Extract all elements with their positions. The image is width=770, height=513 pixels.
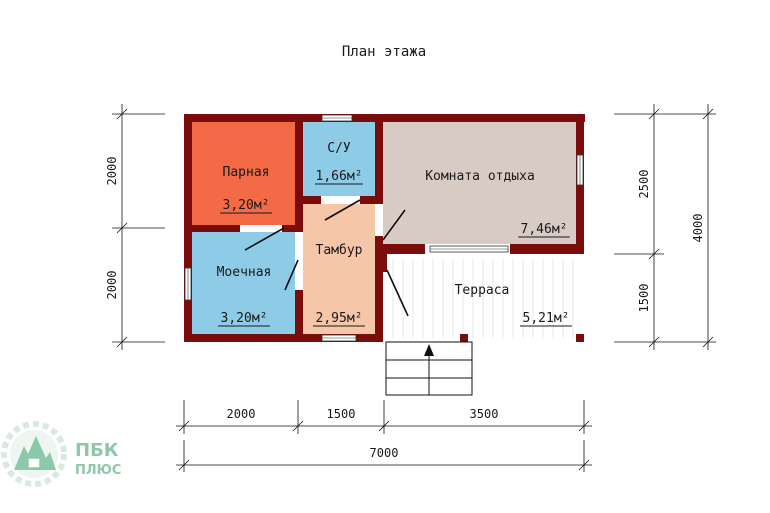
- wall-tambur-door-stub: [375, 250, 387, 272]
- logo-gear-icon: [1, 421, 67, 487]
- terrace-hatch: [392, 258, 574, 338]
- room-tambur-fill: [303, 204, 375, 334]
- logo-house-icon: [27, 457, 41, 469]
- room-area-moechnaya: 3,20м²: [221, 311, 268, 326]
- wall-komnata-bottom-a: [375, 244, 425, 254]
- dim-left-top: 2000: [105, 157, 119, 186]
- door-cu: [324, 199, 361, 221]
- wall-bottom: [184, 334, 383, 342]
- stairs: [385, 341, 473, 396]
- door-komnata: [382, 209, 406, 241]
- walls: [184, 114, 585, 342]
- wall-komnata-bottom-b: [510, 244, 584, 254]
- logo-text-line1: ПБК: [75, 440, 119, 461]
- room-label-parnaya: Парная: [223, 165, 270, 180]
- dim-bottom-total: 7000: [370, 446, 399, 460]
- wall-tambur-right-a: [375, 236, 383, 342]
- terrace-post-1: [460, 334, 468, 342]
- room-area-terrasa: 5,21м²: [523, 311, 570, 326]
- logo-text-line2: ПЛЮС: [75, 463, 121, 478]
- wall-parnaya-bottom-a: [184, 225, 240, 232]
- room-area-tambur: 2,95м²: [316, 311, 363, 326]
- room-label-tambur: Тамбур: [316, 243, 363, 258]
- wall-parnaya-bottom-b: [282, 225, 303, 232]
- wall-cu-bottom-b: [360, 196, 383, 204]
- wall-top: [184, 114, 585, 122]
- room-area-komnata: 7,46м²: [521, 222, 568, 237]
- room-label-moechnaya: Моечная: [217, 265, 272, 280]
- room-label-terrasa: Терраса: [455, 283, 510, 298]
- terrace-post-2: [576, 334, 584, 342]
- dim-bottom-1: 2000: [227, 407, 256, 421]
- door-parnaya: [244, 227, 285, 251]
- logo-tree-icon: [14, 436, 56, 470]
- wall-moechnaya-right: [295, 290, 303, 342]
- window-center-lines: [187, 117, 581, 339]
- door-terrace: [386, 269, 409, 317]
- wall-parnaya-right: [295, 114, 303, 226]
- room-parnaya-fill: [192, 122, 295, 225]
- room-komnata-fill: [383, 122, 576, 244]
- doors: [244, 199, 409, 317]
- dim-left-bottom: 2000: [105, 271, 119, 300]
- room-cu-fill: [303, 122, 375, 196]
- room-moechnaya-fill: [192, 232, 295, 334]
- dim-bottom-3: 3500: [470, 407, 499, 421]
- dimension-lines: [112, 104, 716, 472]
- dim-right-bottom: 1500: [637, 284, 651, 313]
- company-logo: ПБК ПЛЮС: [1, 421, 121, 487]
- area-underlines: [218, 183, 572, 327]
- stairs-arrow: [424, 344, 434, 356]
- room-label-komnata: Комната отдыха: [425, 169, 535, 184]
- dim-right-total: 4000: [691, 214, 705, 243]
- wall-cu-bottom: [295, 196, 321, 204]
- wall-cu-right: [375, 114, 383, 204]
- dim-right-top: 2500: [637, 170, 651, 199]
- door-moechnaya: [284, 259, 299, 291]
- plan-title: План этажа: [342, 44, 426, 60]
- dim-bottom-2: 1500: [327, 407, 356, 421]
- room-area-cu: 1,66м²: [316, 169, 363, 184]
- room-label-cu: С/У: [327, 141, 351, 156]
- room-area-parnaya: 3,20м²: [223, 198, 270, 213]
